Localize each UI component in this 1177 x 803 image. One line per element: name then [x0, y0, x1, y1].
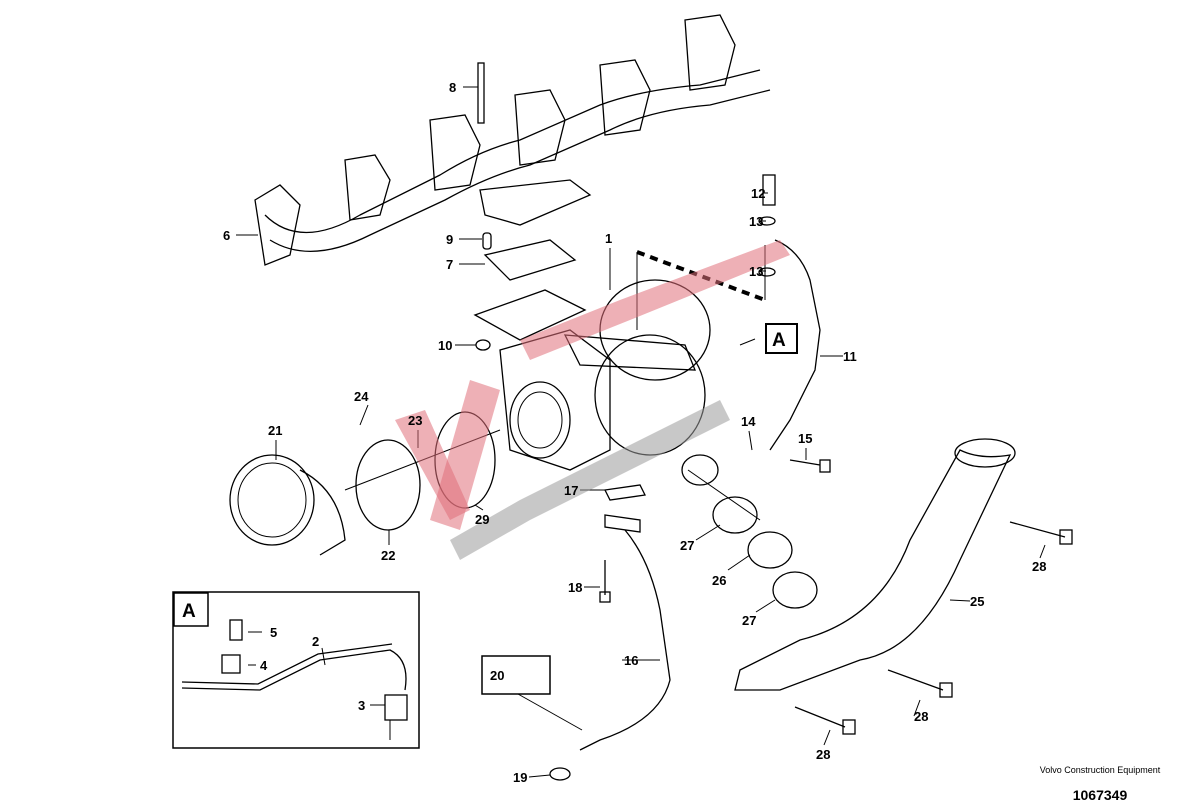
callout-8: 8 — [449, 80, 456, 95]
callout-24: 24 — [354, 389, 369, 404]
callout-16: 16 — [624, 653, 638, 668]
callout-23: 23 — [408, 413, 422, 428]
callout-3: 3 — [358, 698, 365, 713]
callout-21: 21 — [268, 423, 282, 438]
callout-2: 2 — [312, 634, 319, 649]
callout-25: 25 — [970, 594, 984, 609]
flange — [473, 289, 587, 341]
callout-7: 7 — [446, 257, 453, 272]
oil-return-pipe — [579, 529, 671, 751]
v-clamp — [355, 439, 421, 531]
watermark — [395, 240, 790, 560]
callout-5: 5 — [270, 625, 277, 640]
exhaust-manifold — [254, 14, 771, 266]
spacer — [482, 232, 492, 250]
callout-20: 20 — [490, 668, 504, 683]
view-marker-box — [765, 323, 798, 354]
callout-4: 4 — [260, 658, 268, 673]
callout-28: 28 — [1032, 559, 1046, 574]
callout-15: 15 — [798, 431, 812, 446]
callout-6: 6 — [223, 228, 230, 243]
callouts: 8 6 9 7 1 12 13 13 11 10 24 23 21 14 15 … — [223, 80, 1046, 785]
callout-1: 1 — [605, 231, 612, 246]
oil-feed-pipe — [769, 239, 821, 451]
inset-detail-a: A — [172, 591, 420, 749]
callout-13b: 13 — [749, 264, 763, 279]
gasket — [483, 239, 577, 281]
callout-18: 18 — [568, 580, 582, 595]
bellows — [229, 454, 315, 546]
callout-26: 26 — [712, 573, 726, 588]
callout-28c: 28 — [816, 747, 830, 762]
callout-29: 29 — [475, 512, 489, 527]
publisher-credit: Volvo Construction Equipment — [1039, 765, 1161, 775]
callout-11: 11 — [843, 349, 857, 364]
callout-22: 22 — [381, 548, 395, 563]
callout-28b: 28 — [914, 709, 928, 724]
callout-27b: 27 — [742, 613, 756, 628]
callout-17: 17 — [564, 483, 578, 498]
callout-9: 9 — [446, 232, 453, 247]
callout-19: 19 — [513, 770, 527, 785]
callout-27: 27 — [680, 538, 694, 553]
inset-label: A — [182, 601, 196, 622]
callout-13: 13 — [749, 214, 763, 229]
view-marker: A — [772, 330, 786, 351]
callout-14: 14 — [741, 414, 756, 429]
callout-10: 10 — [438, 338, 452, 353]
bolts — [599, 459, 1073, 735]
outlet-pipe — [734, 449, 1012, 691]
document-number: 1067349 — [1072, 787, 1128, 803]
callout-12: 12 — [751, 186, 765, 201]
